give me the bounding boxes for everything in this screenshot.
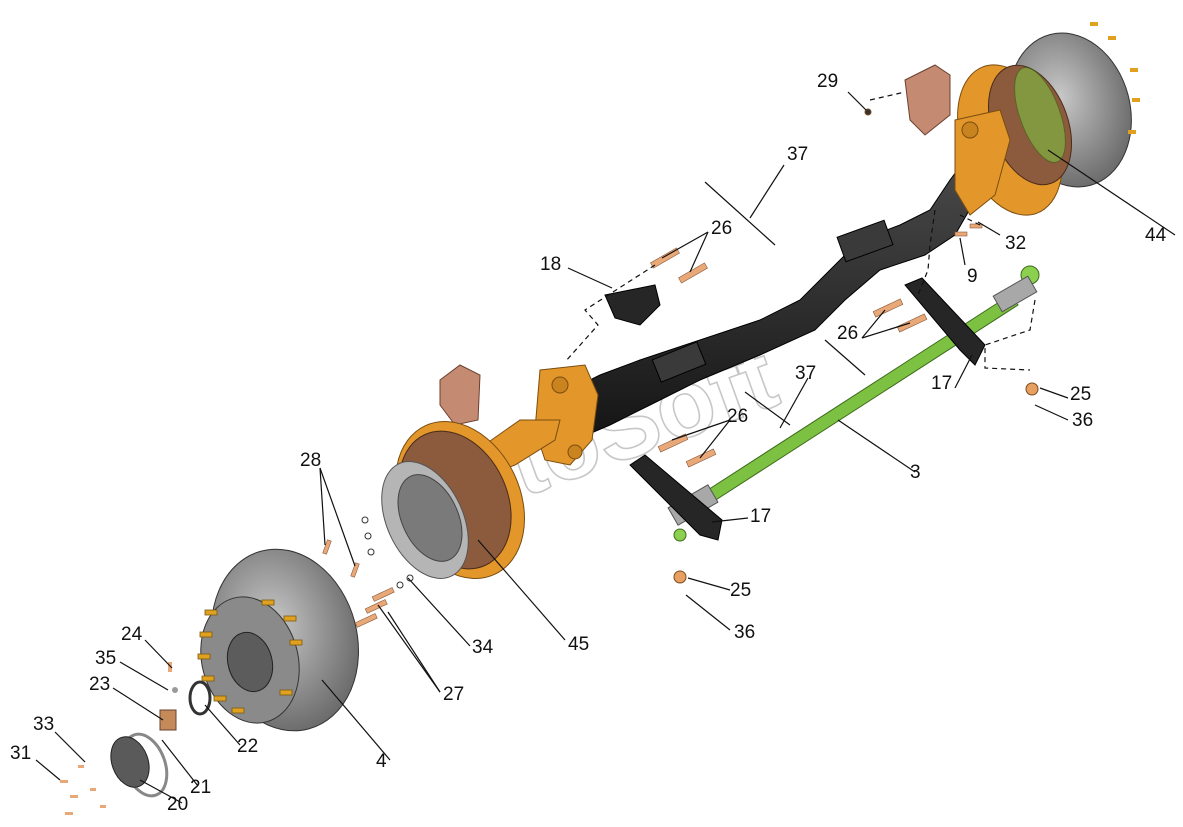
callout-9: 9 bbox=[967, 266, 978, 287]
callout-27: 27 bbox=[443, 684, 464, 705]
callout-26-mid: 26 bbox=[727, 406, 748, 427]
callout-17-right: 17 bbox=[931, 373, 952, 394]
steering-arms bbox=[604, 277, 986, 541]
hub-small-parts bbox=[60, 662, 212, 815]
callout-37-top: 37 bbox=[787, 144, 808, 165]
callout-21: 21 bbox=[190, 777, 211, 798]
callout-45: 45 bbox=[568, 634, 589, 655]
assembly-dashed-lines bbox=[564, 91, 1036, 371]
callout-37-mid: 37 bbox=[795, 363, 816, 384]
callout-32: 32 bbox=[1005, 233, 1026, 254]
callout-18: 18 bbox=[540, 254, 561, 275]
callout-24: 24 bbox=[121, 624, 143, 645]
right-steering-knuckle bbox=[904, 64, 1011, 216]
callout-25-left: 25 bbox=[730, 580, 751, 601]
callout-17-left: 17 bbox=[750, 506, 771, 527]
callout-22: 22 bbox=[237, 736, 258, 757]
callout-36-left: 36 bbox=[734, 622, 755, 643]
callout-44: 44 bbox=[1145, 225, 1167, 246]
leader-lines bbox=[35, 91, 1176, 804]
callout-20: 20 bbox=[167, 794, 188, 815]
castle-nuts bbox=[673, 108, 1039, 584]
spring-bolts bbox=[650, 223, 983, 468]
callout-35: 35 bbox=[95, 648, 116, 669]
callout-3: 3 bbox=[910, 462, 921, 483]
callout-36-right: 36 bbox=[1072, 410, 1093, 431]
callout-29: 29 bbox=[817, 71, 838, 92]
callout-26-right: 26 bbox=[837, 323, 858, 344]
callout-4: 4 bbox=[376, 751, 387, 772]
left-brake-drum bbox=[197, 548, 360, 732]
callout-25-right: 25 bbox=[1070, 384, 1091, 405]
callout-28: 28 bbox=[300, 450, 321, 471]
callout-26-top: 26 bbox=[711, 218, 732, 239]
callout-34: 34 bbox=[472, 637, 494, 658]
drum-bolts bbox=[322, 539, 395, 628]
callout-31: 31 bbox=[10, 743, 31, 764]
left-brake-assembly bbox=[381, 364, 525, 580]
callout-33: 33 bbox=[33, 714, 54, 735]
callout-23: 23 bbox=[89, 674, 110, 695]
callout-labels: 29 44 32 9 37 26 18 26 37 26 17 25 36 3 … bbox=[10, 71, 1167, 815]
